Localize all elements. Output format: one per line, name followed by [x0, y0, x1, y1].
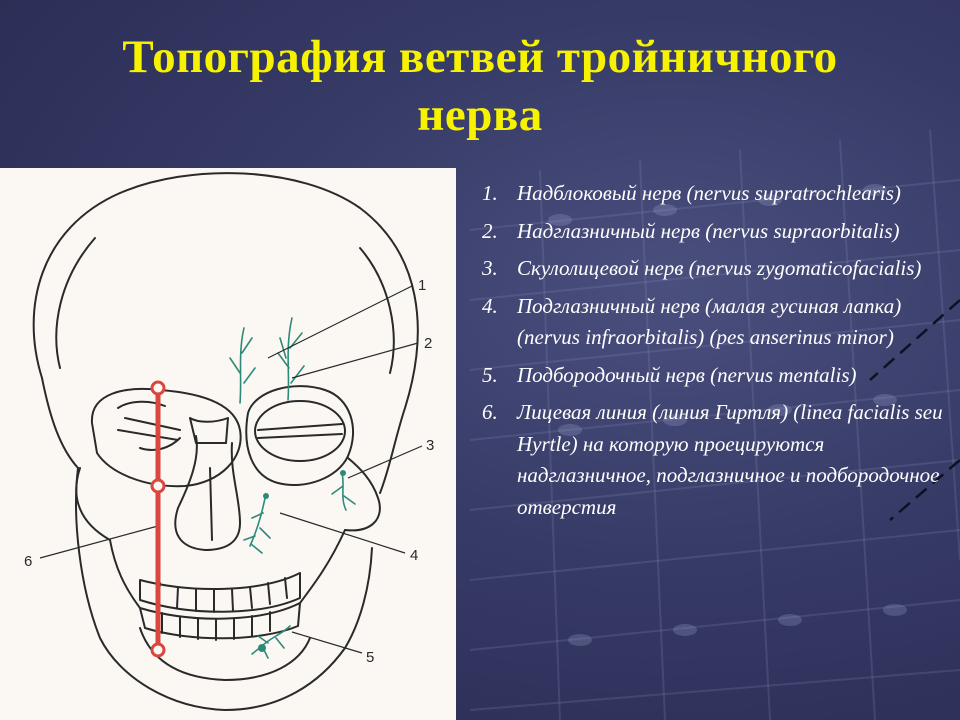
list-item-text: Надглазничный нерв (nervus supraorbitali… — [517, 218, 900, 243]
list-item-number: 6. — [482, 400, 498, 424]
left-orbit — [245, 385, 355, 486]
list-item-text: Лицевая линия (линия Гиртля) (linea faci… — [517, 400, 943, 519]
list-item-text: Скулолицевой нерв (nervus zygomaticofaci… — [517, 256, 922, 280]
infraorbital-nerve — [243, 497, 271, 554]
mental-nerve — [251, 625, 291, 659]
facial-line-point-bottom — [150, 642, 166, 658]
slide-title: Топография ветвей тройничного нерва — [0, 28, 960, 144]
zygomaticofacial-nerve — [331, 472, 356, 511]
list-item: 3. Скулолицевой нерв (nervus zygomaticofa… — [482, 253, 952, 285]
lower-teeth — [139, 602, 301, 640]
list-item-number: 4. — [482, 293, 498, 318]
list-item-number: 1. — [482, 181, 498, 205]
figure-label-4: 4 — [410, 547, 418, 564]
list-item: 6. Лицевая линия (линия Гиртля) (linea fa… — [482, 397, 952, 523]
list-item-text: Надблоковый нерв (nervus supratrochleari… — [517, 181, 901, 205]
facial-line-point-top — [150, 380, 166, 396]
list-item-number: 5. — [482, 362, 498, 387]
figure-label-5: 5 — [366, 649, 374, 666]
nasal-aperture — [174, 435, 241, 551]
right-orbit — [90, 387, 242, 488]
figure-label-2: 2 — [424, 335, 432, 352]
mandible — [75, 467, 373, 711]
list-item-text: Подглазничный нерв (малая гусиная лапка)… — [517, 293, 902, 350]
list-item-text: Подбородочный нерв (nervus mentalis) — [517, 362, 857, 387]
list-item-number: 3. — [482, 256, 498, 280]
supraorbital-nerve — [277, 317, 305, 401]
list-item: 2. Надглазничный нерв (nervus supraorbita… — [482, 216, 952, 248]
supratrochlear-nerve — [229, 327, 256, 404]
upper-teeth — [139, 572, 301, 613]
figure-label-3: 3 — [426, 437, 434, 454]
list-item: 4. Подглазничный нерв (малая гусиная лапк… — [482, 291, 952, 354]
nerve-list: 1. Надблоковый нерв (nervus supratrochlea… — [482, 178, 952, 529]
list-item-number: 2. — [482, 218, 498, 243]
skull-illustration: 1 2 3 4 5 6 — [0, 168, 456, 720]
facial-line-point-middle — [150, 478, 166, 494]
list-item: 1. Надблоковый нерв (nervus supratrochlea… — [482, 178, 952, 210]
figure-label-1: 1 — [418, 277, 426, 294]
skull-drawing: 1 2 3 4 5 6 — [24, 172, 434, 711]
list-item: 5. Подбородочный нерв (nervus mentalis) — [482, 360, 952, 392]
figure-label-6: 6 — [24, 553, 32, 570]
cranium-outline — [32, 172, 419, 494]
slide-title-line-1: Топография ветвей тройничного — [122, 31, 838, 83]
slide-title-line-2: нерва — [417, 89, 543, 141]
